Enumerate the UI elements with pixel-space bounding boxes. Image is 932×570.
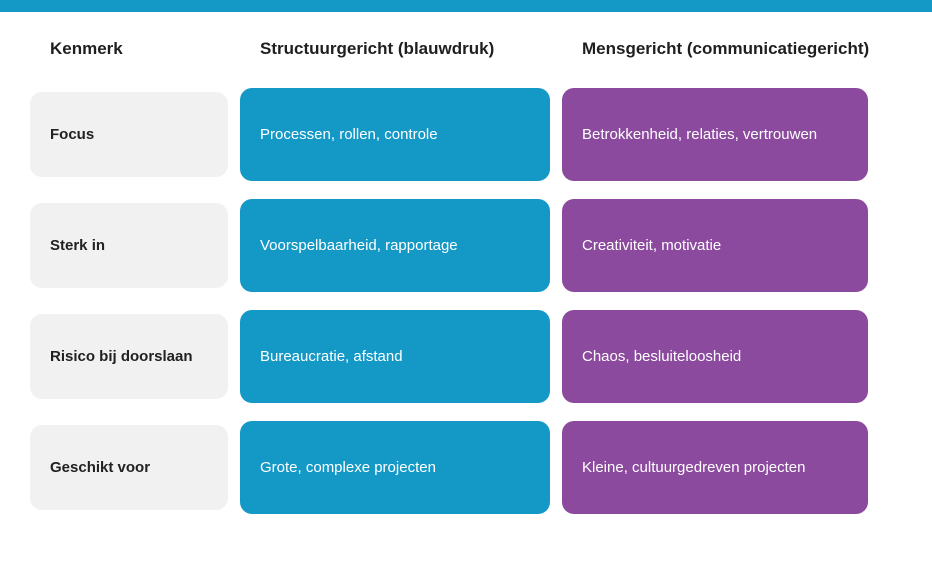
row-label-cell: Focus xyxy=(30,92,228,177)
table-row: Risico bij doorslaan Bureaucratie, afsta… xyxy=(30,310,932,403)
column-header-structuurgericht: Structuurgericht (blauwdruk) xyxy=(260,39,495,58)
structuurgericht-cell: Grote, complexe projecten xyxy=(240,421,550,514)
table-row: Geschikt voor Grote, complexe projecten … xyxy=(30,421,932,514)
table-body: Focus Processen, rollen, controle Betrok… xyxy=(30,88,932,514)
row-label-cell: Risico bij doorslaan xyxy=(30,314,228,399)
structuurgericht-cell: Processen, rollen, controle xyxy=(240,88,550,181)
row-label-cell: Geschikt voor xyxy=(30,425,228,510)
table-header-row: Kenmerk Structuurgericht (blauwdruk) Men… xyxy=(30,38,932,60)
structuurgericht-cell: Voorspelbaarheid, rapportage xyxy=(240,199,550,292)
column-header-mensgericht: Mensgericht (communicatiegericht) xyxy=(582,39,870,58)
comparison-table: Kenmerk Structuurgericht (blauwdruk) Men… xyxy=(0,38,932,514)
mensgericht-cell: Creativiteit, motivatie xyxy=(562,199,868,292)
row-label-cell: Sterk in xyxy=(30,203,228,288)
mensgericht-cell: Betrokkenheid, relaties, vertrouwen xyxy=(562,88,868,181)
column-header-kenmerk: Kenmerk xyxy=(50,39,123,58)
table-row: Focus Processen, rollen, controle Betrok… xyxy=(30,88,932,181)
structuurgericht-cell: Bureaucratie, afstand xyxy=(240,310,550,403)
table-row: Sterk in Voorspelbaarheid, rapportage Cr… xyxy=(30,199,932,292)
mensgericht-cell: Kleine, cultuurgedreven projecten xyxy=(562,421,868,514)
mensgericht-cell: Chaos, besluiteloosheid xyxy=(562,310,868,403)
top-accent-bar xyxy=(0,0,932,12)
